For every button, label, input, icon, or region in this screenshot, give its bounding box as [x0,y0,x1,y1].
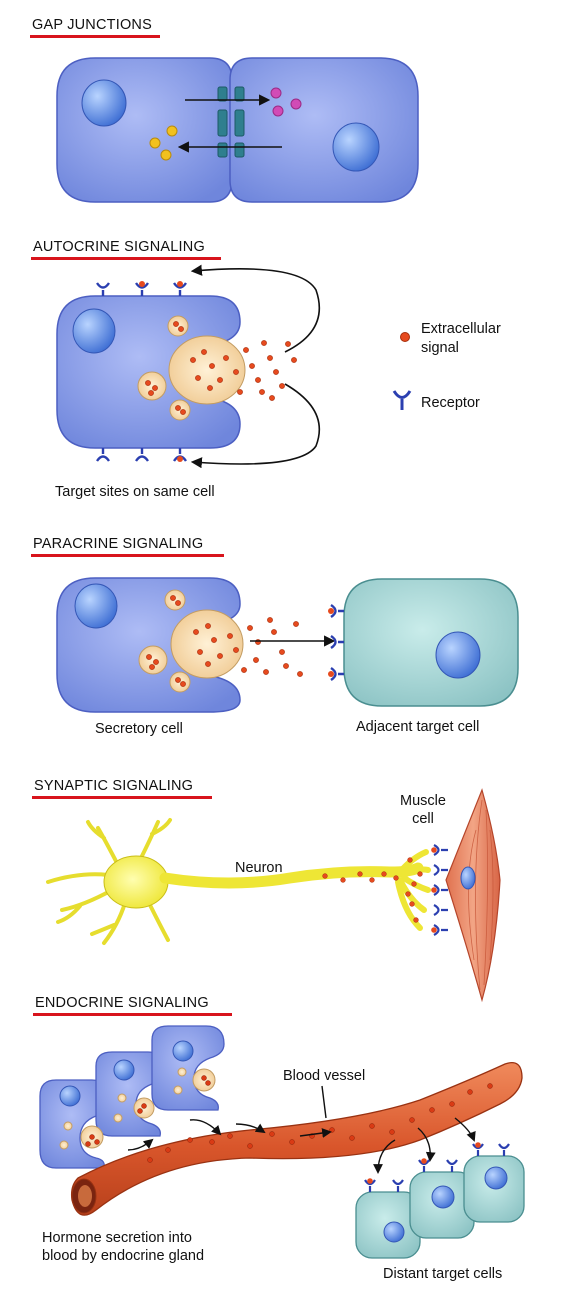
legend-signal-label-line1: Extracellular [421,321,501,337]
hormone-secretion-label-line2: blood by endocrine gland [42,1248,205,1264]
paracrine-illustration [56,577,519,713]
autocrine-receptors-bottom [96,448,187,462]
legend-receptor-label: Receptor [421,395,480,411]
paracrine-bound-signals [328,608,334,677]
autocrine-signal-molecules [145,321,297,415]
endocrine-gland-cells [39,1025,225,1169]
neuron-cell-body [103,855,169,909]
paracrine-target-receptors [330,604,344,681]
neuron-axon [159,862,424,889]
endocrine-heading-underline [33,1013,232,1016]
autocrine-bound-signals-top [139,281,183,287]
paracrine-heading-underline [31,554,224,557]
blood-flow-arrows [127,1085,476,1174]
endocrine-heading: ENDOCRINE SIGNALING [35,995,209,1011]
muscle-cell [445,788,501,1003]
gap-pink-molecules [270,87,302,117]
synaptic-illustration [46,788,501,1003]
autocrine-vesicle [137,371,167,401]
distant-target-cells-label: Distant target cells [383,1266,503,1282]
muscle-label-line1: Muscle [400,793,446,809]
autocrine-heading-underline [31,257,221,260]
gap-yellow-molecules [149,125,178,161]
autocrine-return-arrow-bottom [190,383,321,469]
synaptic-heading-underline [32,796,212,799]
autocrine-secretion-pocket [168,335,246,405]
endocrine-illustration [39,1025,525,1259]
blood-vessel-lumen-inner [78,1185,92,1207]
paracrine-target-cell [343,578,519,707]
gap-junctions-heading: GAP JUNCTIONS [32,17,152,33]
secretory-cell-label: Secretory cell [95,721,183,737]
gap-right-nucleus [332,122,380,172]
muscle-nucleus [460,866,476,890]
paracrine-signal-molecules [146,595,303,687]
axon-terminal-branches [395,849,431,931]
autocrine-receptors-top [96,282,187,296]
autocrine-nucleus [72,308,116,354]
autocrine-caption: Target sites on same cell [55,484,215,500]
endocrine-target-nuclei [383,1166,508,1243]
axon-signal-molecules [322,857,423,923]
paracrine-target-nucleus [435,631,481,679]
paracrine-secretory-nucleus [74,583,118,629]
neuron-label: Neuron [235,860,283,876]
gap-left-nucleus [81,79,127,127]
legend-signal-dot [400,332,410,342]
autocrine-bound-signal-bottom [177,456,183,462]
blood-vessel [70,1061,523,1216]
gap-right-cell [229,57,419,203]
endocrine-bound-signals [367,1142,481,1184]
muscle-receptors [433,844,448,936]
neuron-dendrites [46,818,172,945]
autocrine-return-arrow-top [190,264,321,353]
legend-receptor-icon [392,390,412,410]
hormone-secretion-label-line1: Hormone secretion into [42,1230,192,1246]
gap-heading-underline [30,35,160,38]
paracrine-vesicle [138,645,168,675]
paracrine-secretion-pocket [170,609,244,679]
gap-left-cell [56,57,233,203]
gap-junction-illustration [56,57,419,203]
autocrine-illustration [56,264,412,469]
endocrine-gland-nuclei [59,1040,194,1107]
autocrine-heading: AUTOCRINE SIGNALING [33,239,205,255]
paracrine-heading: PARACRINE SIGNALING [33,536,204,552]
muscle-label-line2: cell [412,811,434,827]
adjacent-target-cell-label: Adjacent target cell [356,719,480,735]
legend-signal-label-line2: signal [421,340,459,356]
muscle-bound-signals [431,847,437,933]
endocrine-target-receptors [364,1143,510,1192]
blood-vessel-label: Blood vessel [283,1068,366,1084]
synaptic-heading: SYNAPTIC SIGNALING [34,778,194,794]
